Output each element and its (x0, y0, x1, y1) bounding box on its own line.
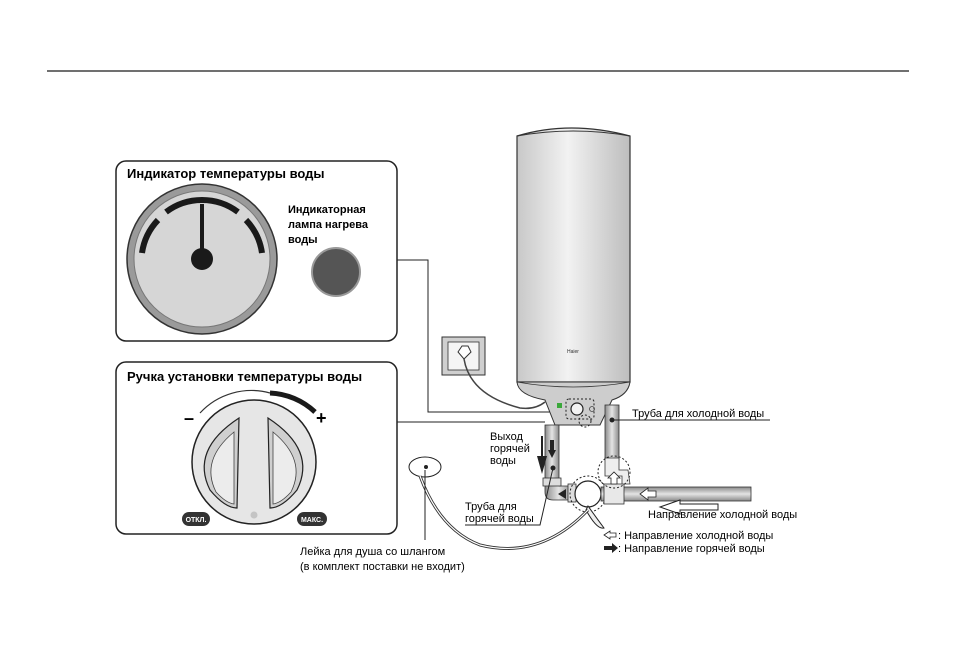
cold-flow-arrow-icon (639, 487, 657, 501)
max-badge (297, 512, 327, 526)
lamp-label-line-2: лампа нагрева (288, 219, 369, 231)
gauge-scale-segment (164, 197, 240, 215)
shower-label-line-2: (в комплект поставки не входит) (300, 561, 465, 573)
gauge-scale-segment (139, 217, 161, 254)
off-label: ОТКЛ. (186, 517, 207, 524)
lamp-label-line-3: воды (288, 234, 318, 246)
down-arrow-icon (537, 436, 547, 474)
hot-outlet-label-line-2: горячей (490, 443, 530, 455)
temperature-knob[interactable] (191, 399, 317, 525)
hot-down-arrow-icon (548, 440, 556, 458)
tee-fitting (603, 483, 625, 505)
legend-cold-text: : Направление холодной воды (618, 530, 773, 542)
indicator-panel: Индикатор температуры воды Индикаторная … (115, 160, 398, 342)
off-badge (182, 512, 210, 526)
temperature-gauge (126, 183, 278, 335)
max-label: МАКС. (301, 517, 323, 524)
knob-plus-sign: + (316, 408, 327, 428)
power-cord (463, 358, 546, 410)
hot-outlet-label-line-1: Выход (490, 431, 523, 443)
legend-hot-text: : Направление горячей воды (618, 543, 765, 555)
knob-panel: Ручка установки температуры воды – + ОТК… (115, 361, 398, 535)
gauge-scale-segment (243, 217, 265, 254)
cold-direction-label: Направление холодной воды (648, 509, 797, 521)
plug-icon (457, 345, 472, 360)
knob-position-dot (250, 511, 258, 519)
hot-flow-arrow-icon (558, 489, 566, 499)
cold-pipe-label: Труба для холодной воды (632, 408, 764, 420)
knob-range-arc-thick (269, 390, 317, 414)
mixer-handle (585, 505, 605, 529)
top-divider-line (47, 70, 909, 72)
hot-pipe-leader-line (465, 467, 554, 526)
heating-indicator-lamp (311, 247, 361, 297)
legend: : Направление холодной воды : Направлени… (603, 530, 773, 555)
mini-gauge (570, 402, 584, 416)
knob-range-arc-thin (199, 389, 271, 414)
shower-label-line-1: Лейка для душа со шлангом (300, 546, 445, 558)
cold-water-pipe-vertical (604, 404, 620, 461)
gauge-needle (200, 204, 204, 258)
knob-minus-sign: – (184, 408, 194, 428)
knob-panel-title: Ручка установки температуры воды (127, 369, 362, 384)
controls-callout (565, 398, 595, 420)
wall-socket (441, 336, 546, 410)
gauge-hub (191, 248, 213, 270)
indicator-leader-line (397, 259, 560, 413)
up-arrow-icon (607, 471, 621, 485)
legend-solid-arrow-icon (604, 543, 618, 553)
indicator-panel-title: Индикатор температуры воды (127, 166, 325, 181)
lamp-label-line-1: Индикаторная (288, 204, 366, 216)
hot-pipe-label-line-1: Труба для (465, 501, 517, 513)
mixer-valve (574, 480, 602, 508)
brand-logo: Haier (567, 349, 579, 355)
hot-outlet-label-line-3: воды (490, 455, 516, 467)
legend-hollow-arrow-icon (603, 530, 617, 540)
power-led (557, 403, 562, 408)
water-heater-tank: Haier (516, 127, 631, 428)
cold-direction-arrow-icon (658, 499, 719, 515)
hot-pipe-label-line-2: горячей воды (465, 513, 534, 525)
mini-knob (589, 406, 595, 412)
